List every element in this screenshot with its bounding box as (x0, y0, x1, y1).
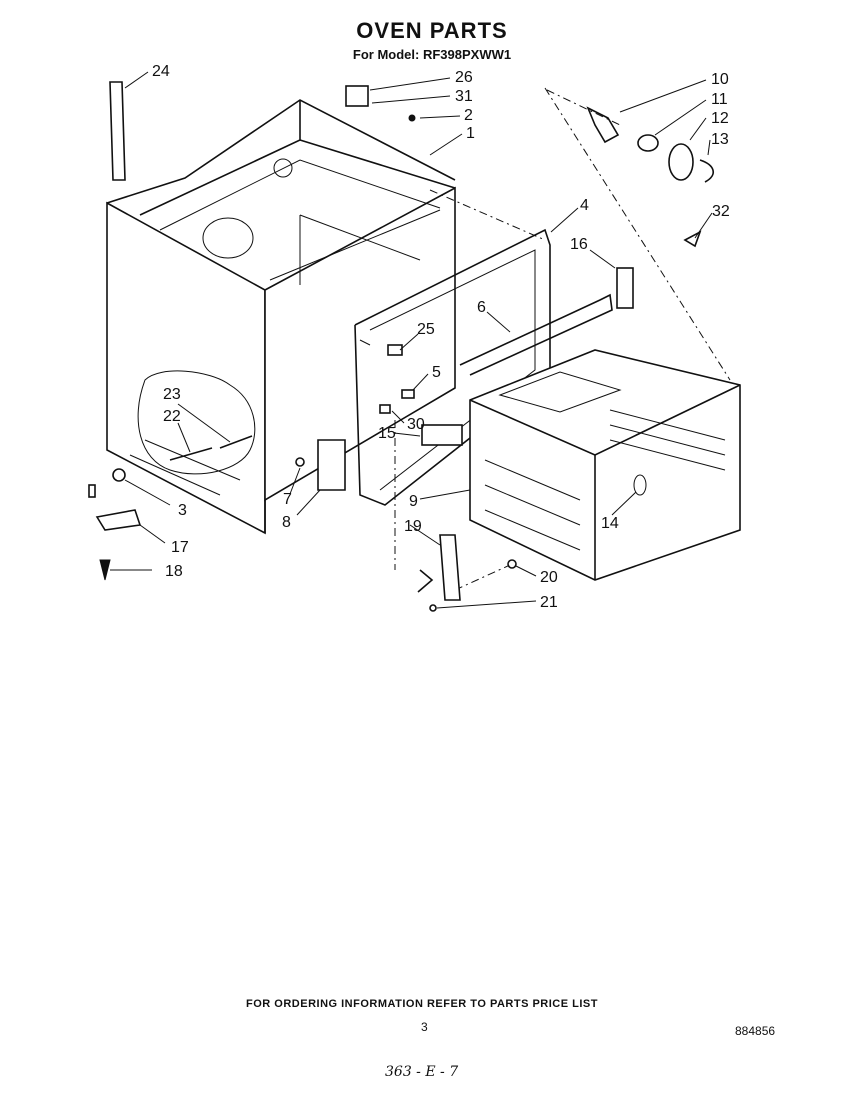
handwritten-annotation: 363 - E - 7 (385, 1064, 459, 1080)
ordering-info-note: FOR ORDERING INFORMATION REFER TO PARTS … (246, 998, 598, 1010)
callout-8: 8 (282, 514, 291, 531)
door-spring (169, 435, 253, 461)
door-hinge-bracket (109, 81, 126, 181)
leader-lines (110, 71, 713, 609)
callout-30: 30 (407, 416, 425, 433)
part-15-bracket (421, 424, 463, 446)
document-number: 884856 (735, 1024, 776, 1038)
callout-21: 21 (540, 594, 558, 611)
callout-4: 4 (580, 197, 589, 214)
callout-11: 11 (711, 91, 728, 108)
part-8-bracket (317, 439, 346, 491)
callout-24: 24 (152, 63, 170, 80)
callout-13: 13 (711, 131, 729, 148)
light-lens (668, 143, 694, 181)
callout-9: 9 (409, 493, 418, 510)
leveling-leg-screw (112, 468, 126, 482)
callout-32: 32 (712, 203, 730, 220)
callout-20: 20 (540, 569, 558, 586)
callout-5: 5 (432, 364, 441, 381)
callout-6: 6 (477, 299, 486, 316)
part-20-screw (507, 559, 517, 569)
callout-25: 25 (417, 321, 435, 338)
callout-3: 3 (178, 502, 187, 519)
leveling-leg (99, 559, 111, 581)
callout-31: 31 (455, 88, 473, 105)
callout-19: 19 (404, 518, 422, 535)
callout-7: 7 (283, 491, 292, 508)
part-5-stud (401, 389, 415, 399)
light-bulb (637, 134, 659, 152)
oven-cabinet (106, 99, 456, 535)
insulation-cutaway (137, 370, 256, 475)
lens-clip (699, 159, 714, 183)
callout-17: 17 (171, 539, 189, 556)
callout-18: 18 (165, 563, 183, 580)
callout-16: 16 (570, 236, 588, 253)
part-30-clip (379, 404, 391, 414)
light-switch (345, 85, 369, 107)
part-7-nut (295, 457, 305, 467)
screw (408, 114, 416, 122)
callout-1: 1 (466, 125, 475, 142)
page-number: 3 (421, 1020, 428, 1034)
model-subtitle: For Model: RF398PXWW1 (352, 47, 512, 62)
callout-15: 15 (378, 425, 396, 442)
callout-12: 12 (711, 110, 729, 127)
callout-14: 14 (601, 515, 619, 532)
part-25-connector (387, 344, 403, 356)
part-21-screw (429, 604, 437, 612)
callout-10: 10 (711, 71, 729, 88)
anti-tip-bracket (95, 509, 142, 531)
callout-23: 23 (163, 386, 181, 403)
clip-32 (683, 230, 702, 248)
callout-2: 2 (464, 107, 473, 124)
callout-26: 26 (455, 69, 473, 86)
bake-element (459, 293, 613, 376)
bracket-screw (88, 484, 96, 498)
part-19-hinge (439, 534, 461, 601)
oven-light-socket (616, 267, 634, 309)
callout-22: 22 (163, 408, 181, 425)
oven-liner (469, 349, 741, 581)
light-housing (586, 106, 620, 144)
page-title: OVEN PARTS (356, 18, 508, 43)
